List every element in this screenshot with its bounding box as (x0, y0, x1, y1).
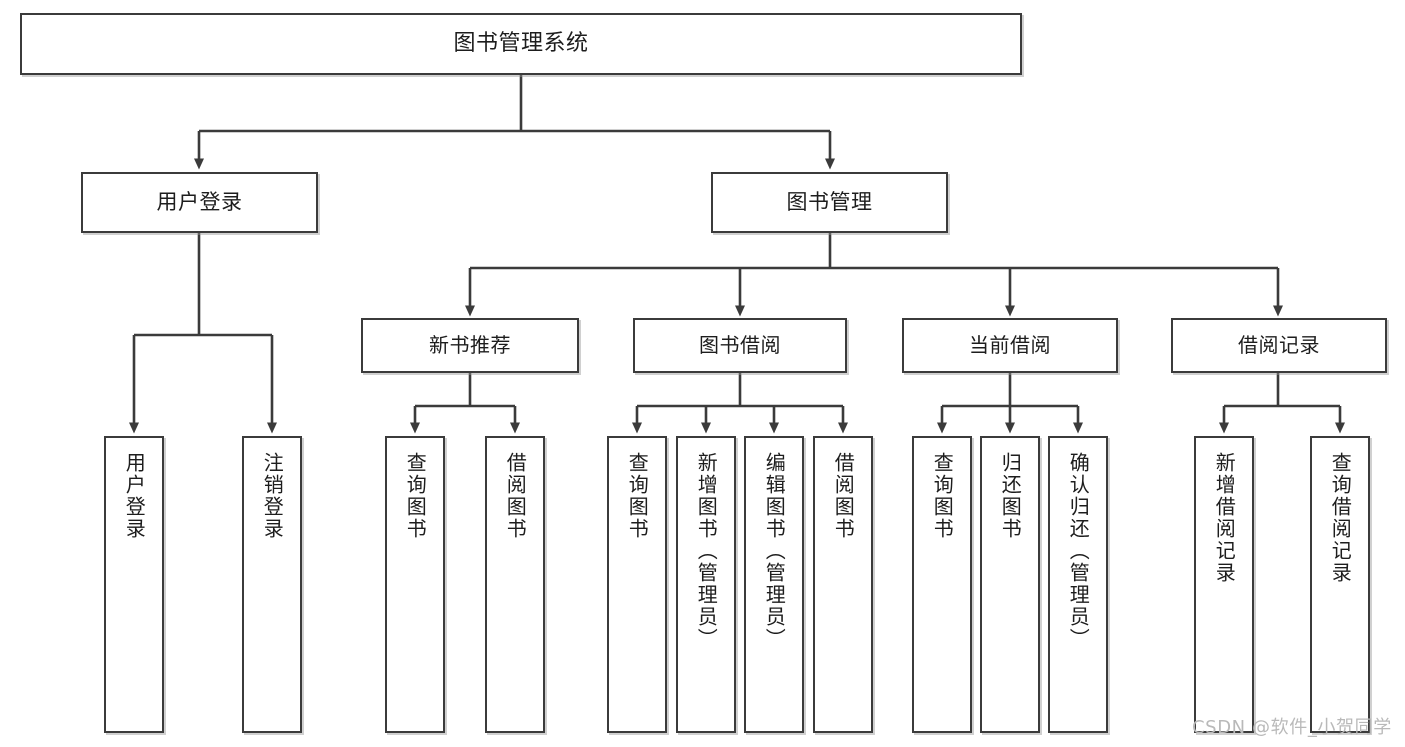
node-label: 用户登录 (122, 452, 147, 540)
node-label: 借阅记录 (1238, 333, 1320, 357)
node-current-borrow[interactable]: 当前借阅 (902, 318, 1118, 373)
node-label: 确认归还（管理员） (1066, 452, 1091, 650)
node-label: 查询图书 (625, 452, 650, 540)
node-label: 查询图书 (403, 452, 428, 540)
node-book-borrow[interactable]: 图书借阅 (633, 318, 847, 373)
node-label: 新书推荐 (429, 333, 511, 357)
node-label: 图书借阅 (699, 333, 781, 357)
node-label: 当前借阅 (969, 333, 1051, 357)
leaf-records-add-record[interactable]: 新增借阅记录 (1194, 436, 1254, 733)
leaf-user-login-login[interactable]: 用户登录 (104, 436, 164, 733)
node-root[interactable]: 图书管理系统 (20, 13, 1022, 75)
node-book-management[interactable]: 图书管理 (711, 172, 948, 233)
leaf-borrow-borrow-book[interactable]: 借阅图书 (813, 436, 873, 733)
leaf-new-book-borrow[interactable]: 借阅图书 (485, 436, 545, 733)
leaf-new-book-query[interactable]: 查询图书 (385, 436, 445, 733)
leaf-borrow-query-book[interactable]: 查询图书 (607, 436, 667, 733)
node-label: 编辑图书（管理员） (762, 452, 787, 650)
leaf-current-query-book[interactable]: 查询图书 (912, 436, 972, 733)
leaf-current-confirm-return[interactable]: 确认归还（管理员） (1048, 436, 1108, 733)
leaf-borrow-edit-book[interactable]: 编辑图书（管理员） (744, 436, 804, 733)
node-label: 查询借阅记录 (1328, 452, 1353, 584)
node-label: 借阅图书 (831, 452, 856, 540)
node-borrow-records[interactable]: 借阅记录 (1171, 318, 1387, 373)
leaf-user-login-logout[interactable]: 注销登录 (242, 436, 302, 733)
watermark: CSDN @软件_小贺同学 (1192, 717, 1392, 738)
node-user-login[interactable]: 用户登录 (81, 172, 318, 233)
node-label: 图书管理系统 (453, 31, 589, 57)
leaf-borrow-add-book[interactable]: 新增图书（管理员） (676, 436, 736, 733)
leaf-current-return-book[interactable]: 归还图书 (980, 436, 1040, 733)
node-label: 新增借阅记录 (1212, 452, 1237, 584)
node-label: 归还图书 (998, 452, 1023, 540)
node-new-book-recommend[interactable]: 新书推荐 (361, 318, 579, 373)
node-label: 查询图书 (930, 452, 955, 540)
node-label: 注销登录 (260, 452, 285, 540)
node-label: 借阅图书 (503, 452, 528, 540)
node-label: 图书管理 (786, 190, 873, 215)
node-label: 用户登录 (156, 190, 243, 215)
node-label: 新增图书（管理员） (694, 452, 719, 650)
leaf-records-query-record[interactable]: 查询借阅记录 (1310, 436, 1370, 733)
